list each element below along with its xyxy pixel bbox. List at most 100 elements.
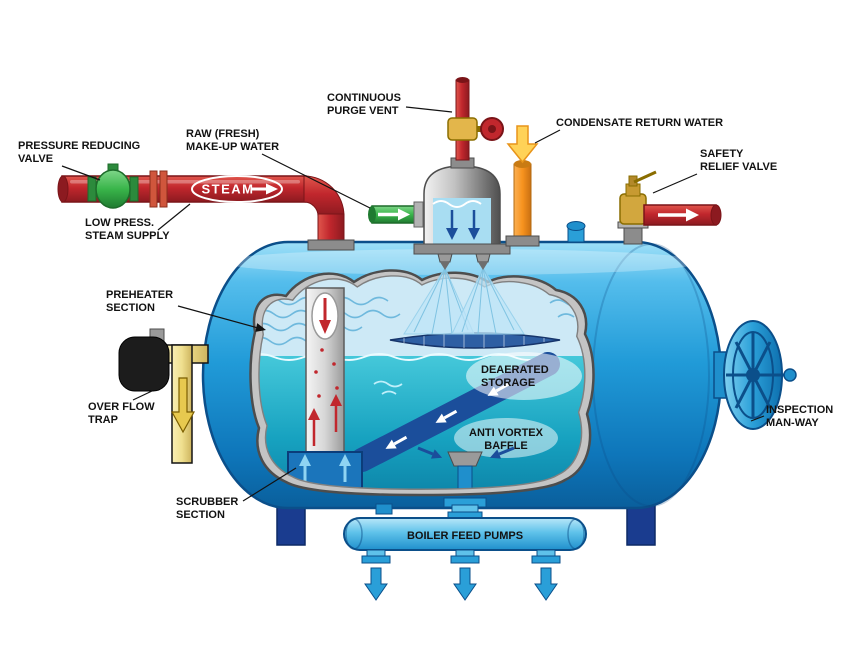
valve-flange — [129, 176, 139, 202]
manway-hub — [746, 368, 760, 382]
leader-pressure-reducing-valve — [61, 165, 101, 181]
steam-droplet — [317, 394, 321, 398]
label-continuous-purge-vent: PURGE VENT — [327, 105, 399, 117]
valve-body — [95, 169, 131, 209]
valve-flange — [87, 176, 97, 202]
dome-down-arrow-icon — [468, 210, 480, 240]
duct-flow-arrow-icon — [385, 435, 408, 449]
leader-low-press-steam-supply — [157, 203, 191, 231]
converging-flow-arrow-icon — [417, 446, 443, 459]
leader-lines — [61, 106, 765, 502]
leader-arrowhead-icon — [255, 323, 266, 332]
steam-supply-line: STEAM — [57, 163, 355, 251]
leader-overflow-trap — [132, 390, 153, 401]
leader-continuous-purge-vent — [405, 106, 453, 113]
valve-nozzle — [623, 225, 643, 245]
scrubber-assembly — [287, 287, 363, 489]
spray-nozzle-tip — [478, 262, 488, 270]
pump-stub-flange — [531, 555, 561, 564]
label-backdrop — [466, 352, 582, 400]
pipe-open-end — [368, 206, 376, 223]
water-wave — [557, 313, 575, 318]
labels: PRESSURE REDUCING VALVE RAW (FRESH) MAKE… — [18, 92, 833, 521]
label-scrubber-section: SCRUBBER — [176, 496, 238, 508]
pump-stub-flange — [450, 555, 480, 564]
inspection-manway — [713, 320, 797, 430]
label-inspection-manway: INSPECTION — [766, 404, 833, 416]
label-backdrop — [454, 418, 558, 458]
label-deaerated-storage: STORAGE — [481, 377, 535, 389]
label-overflow-trap: OVER FLOW — [88, 401, 155, 413]
steam-droplet — [314, 370, 318, 374]
manway-handle-knob — [783, 368, 797, 382]
pump-discharge-arrow-icon — [534, 567, 558, 601]
fitting-cap — [566, 221, 586, 231]
water-surface — [258, 353, 545, 361]
label-raw-makeup-water: RAW (FRESH) — [186, 128, 260, 140]
safety-relief-valve-assembly — [617, 170, 722, 245]
label-low-press-steam-supply: STEAM SUPPLY — [85, 230, 170, 242]
label-deaerated-storage: DEAERATED — [481, 364, 549, 376]
label-safety-relief-valve: SAFETY — [700, 148, 744, 160]
spray-fan — [451, 266, 525, 335]
label-anti-vortex-baffle: BAFFLE — [484, 440, 527, 452]
label-anti-vortex-baffle: ANTI VORTEX — [469, 427, 544, 439]
leader-raw-makeup-water — [261, 153, 371, 209]
manifold-endcap — [567, 518, 585, 550]
cutaway-inner-edge — [258, 275, 586, 490]
steam-flow-arrow-icon — [252, 183, 278, 195]
pipe-flange — [149, 170, 158, 208]
label-inspection-manway: MAN-WAY — [766, 417, 819, 429]
dome-foam — [432, 200, 482, 208]
steam-label-oval — [191, 175, 283, 203]
label-continuous-purge-vent: CONTINUOUS — [327, 92, 401, 104]
leader-condensate-return-water — [534, 129, 561, 144]
relief-flow-arrow-icon — [658, 208, 699, 222]
pipe-flange — [505, 235, 540, 247]
spray-nozzle-tip — [440, 262, 450, 270]
cutaway-section — [249, 269, 595, 497]
vent-fitting — [566, 221, 586, 243]
purge-vent — [447, 77, 504, 161]
steam-droplet — [335, 386, 339, 390]
pipe-flange — [159, 170, 168, 208]
base-up-arrow-icon — [339, 454, 351, 482]
steam-up-arrow-icon — [308, 408, 320, 446]
condensate-pipe — [513, 163, 532, 245]
duct-flow-arrow-icon — [435, 409, 458, 423]
manifold-endcap — [345, 518, 363, 550]
pipe-open-end — [57, 175, 69, 203]
purge-vent-valve — [447, 117, 478, 141]
relief-valve-lever — [633, 170, 657, 184]
relief-valve-body — [619, 193, 647, 225]
overflow-trap-assembly — [118, 328, 209, 464]
deaerator-dome — [413, 157, 511, 255]
leader-preheater-section — [177, 305, 259, 329]
leader-inspection-manway — [750, 415, 765, 422]
boiler-feed-pumps: BOILER FEED PUMPS — [343, 497, 587, 601]
pipe-open-end — [456, 77, 469, 83]
overflow-down-arrow-icon — [170, 377, 196, 434]
spray-fan-lines — [461, 267, 515, 335]
label-boiler-feed-pumps: BOILER FEED PUMPS — [407, 530, 523, 542]
steam-down-arrow-icon — [319, 298, 331, 334]
label-preheater-section: SECTION — [106, 302, 155, 314]
label-safety-relief-valve: RELIEF VALVE — [700, 161, 777, 173]
steam-inlet-flange — [307, 239, 355, 251]
label-overflow-trap: TRAP — [88, 414, 118, 426]
label-pressure-reducing-valve: PRESSURE REDUCING — [18, 140, 140, 152]
makeup-water-pipe — [368, 201, 424, 228]
steam-droplet — [320, 348, 324, 352]
label-low-press-steam-supply: LOW PRESS. — [85, 217, 154, 229]
pipe-open-end — [710, 204, 722, 226]
outlet-stub — [457, 465, 473, 490]
cutaway-interior — [258, 275, 585, 490]
label-preheater-section: PREHEATER — [106, 289, 173, 301]
pump-stub-flange — [361, 555, 391, 564]
leader-scrubber-section — [242, 467, 297, 502]
spray-fan-lines — [413, 267, 469, 335]
steam-label: STEAM — [202, 182, 255, 197]
scrubber-base-box — [287, 451, 363, 489]
